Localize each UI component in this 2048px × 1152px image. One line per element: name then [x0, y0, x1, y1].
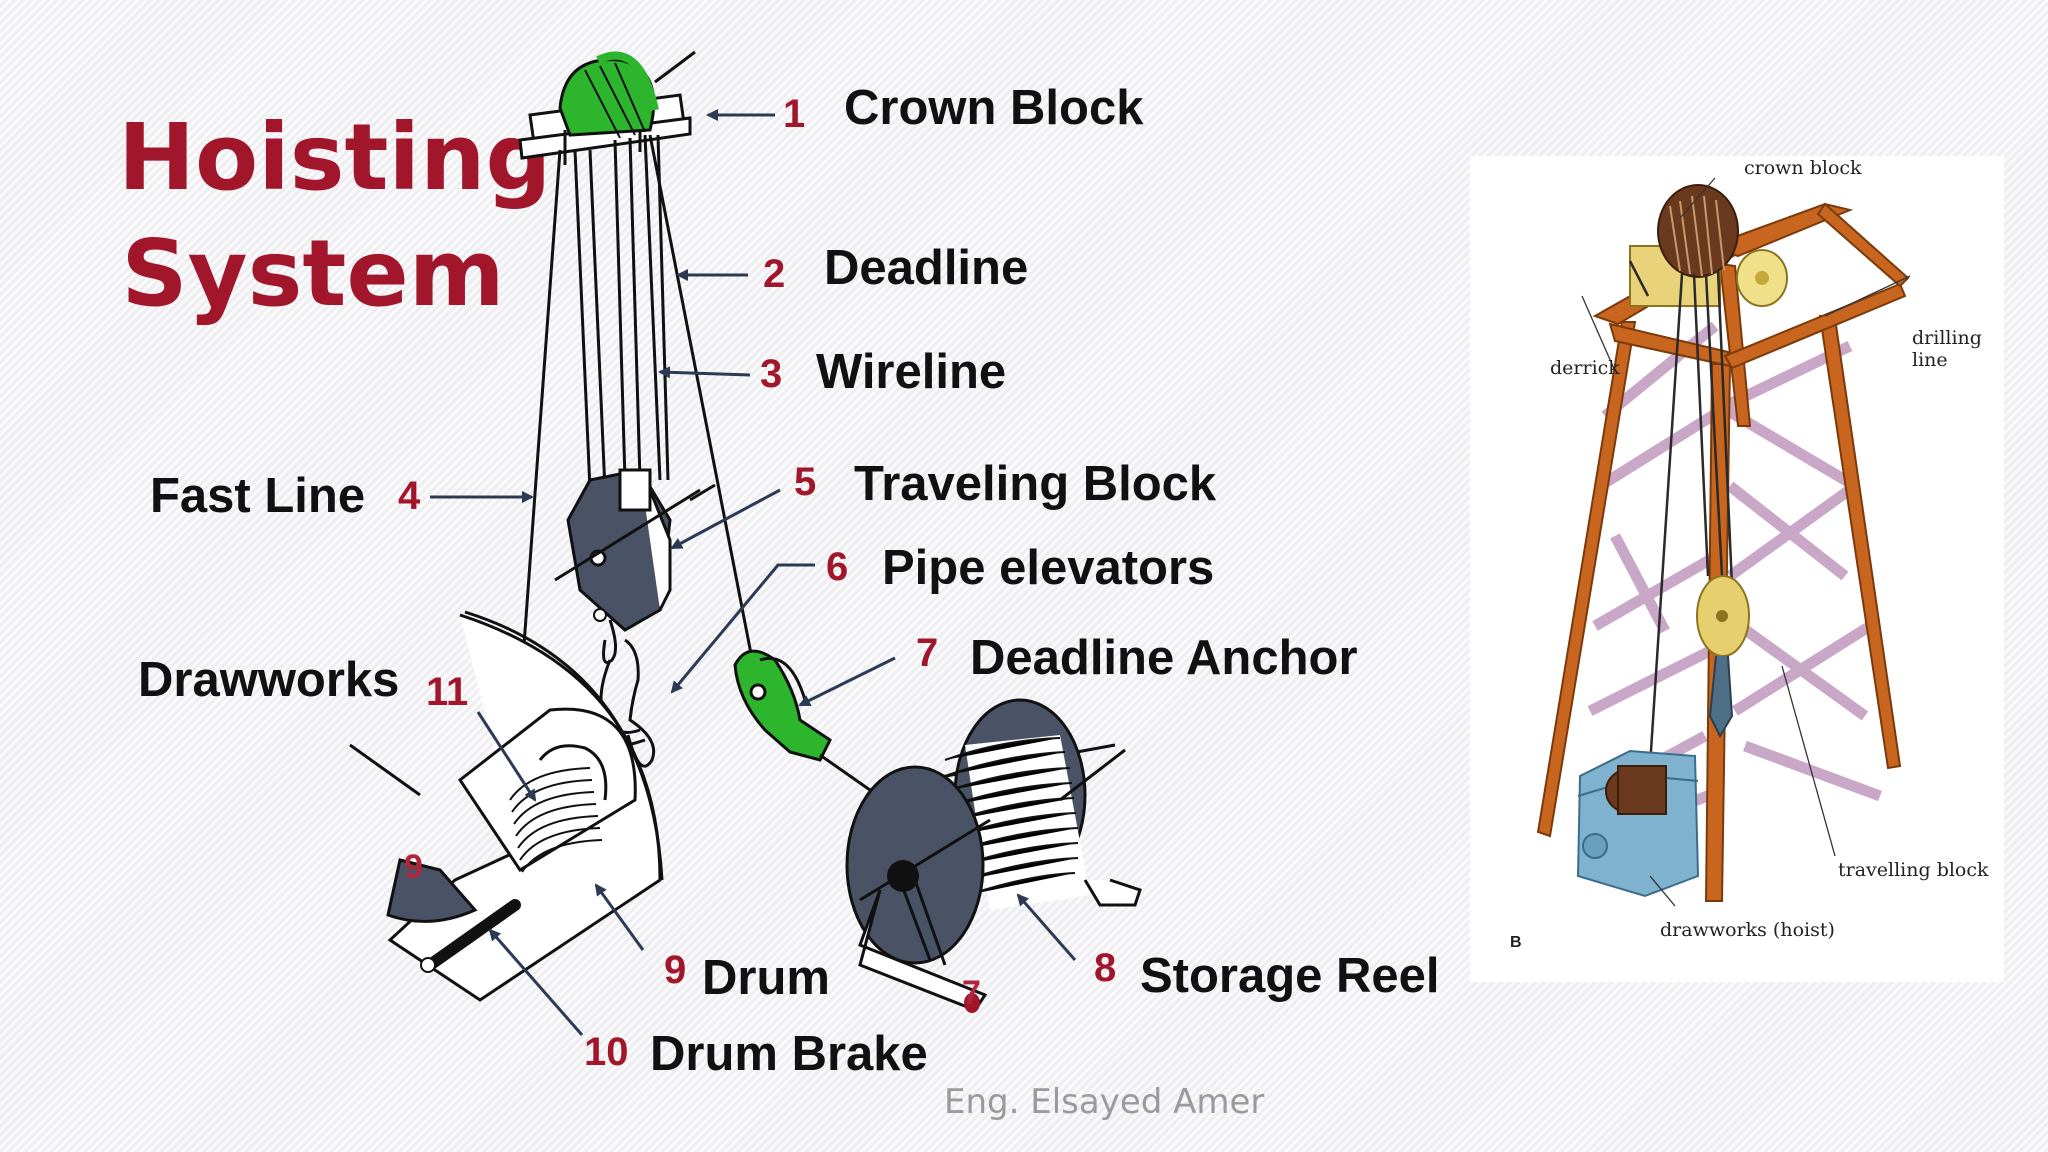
callout-number-6: 6 — [826, 545, 849, 589]
derrick-braces — [1577, 321, 1882, 852]
wire-lines — [518, 134, 762, 701]
panel-label-drilling-line-1: drilling — [1912, 327, 1982, 349]
crown-block — [518, 50, 696, 165]
label-deadline-anchor: Deadline Anchor — [970, 631, 1358, 685]
callout-number-7: 7 — [916, 631, 939, 675]
storage-reel — [845, 698, 1142, 1013]
drawworks-illustration — [1576, 749, 1700, 898]
callout-number-5: 5 — [794, 460, 817, 504]
reel-mark: 7 — [962, 974, 981, 1012]
traveling-block — [554, 468, 716, 664]
drum-brake — [386, 858, 521, 973]
drilling-line-illustration — [1628, 260, 1734, 767]
label-drum-brake: Drum Brake — [650, 1027, 928, 1081]
label-drum: Drum — [702, 951, 830, 1005]
panel-label-travelling-block: travelling block — [1838, 859, 1989, 881]
callout-number-3: 3 — [760, 352, 783, 396]
label-fast-line: Fast Line — [150, 469, 366, 523]
panel-label-derrick: derrick — [1550, 357, 1620, 379]
derrick-illustration-panel: crown block drilling line derrick travel… — [1470, 156, 2004, 982]
crown-block-illustration — [1629, 184, 1788, 307]
label-drawworks: Drawworks — [138, 653, 400, 707]
callout-number-8: 8 — [1094, 946, 1117, 990]
label-deadline: Deadline — [824, 241, 1029, 295]
brake-mark: 9 — [404, 848, 423, 886]
callout-number-4: 4 — [398, 474, 421, 518]
deadline-anchor — [733, 649, 871, 792]
callout-number-2: 2 — [763, 252, 786, 296]
panel-leader-lines — [1581, 177, 1911, 907]
derrick-illustration — [1536, 177, 1911, 907]
callout-number-11: 11 — [426, 670, 469, 714]
panel-label-crown-block: crown block — [1744, 157, 1862, 179]
label-traveling-block: Traveling Block — [854, 457, 1217, 511]
label-pipe-elevators: Pipe elevators — [882, 541, 1215, 595]
label-crown-block: Crown Block — [844, 81, 1144, 135]
title-line-2: System — [121, 220, 505, 327]
author-footer: Eng. Elsayed Amer — [944, 1082, 1265, 1122]
callout-number-1: 1 — [783, 92, 806, 136]
label-storage-reel: Storage Reel — [1140, 949, 1440, 1003]
label-wireline: Wireline — [816, 345, 1007, 399]
leader-arrows — [430, 109, 1077, 1036]
panel-label-drawworks: drawworks (hoist) — [1660, 919, 1835, 941]
panel-label-drilling-line-2: line — [1912, 349, 1948, 371]
title-line-1: Hoisting — [118, 104, 552, 211]
callout-number-10: 10 — [584, 1030, 629, 1074]
page-title: Hoisting System — [118, 100, 552, 332]
panel-letter: B — [1510, 934, 1522, 951]
drum — [509, 767, 603, 873]
callout-number-9: 9 — [664, 948, 687, 992]
travelling-block-illustration — [1696, 575, 1750, 739]
